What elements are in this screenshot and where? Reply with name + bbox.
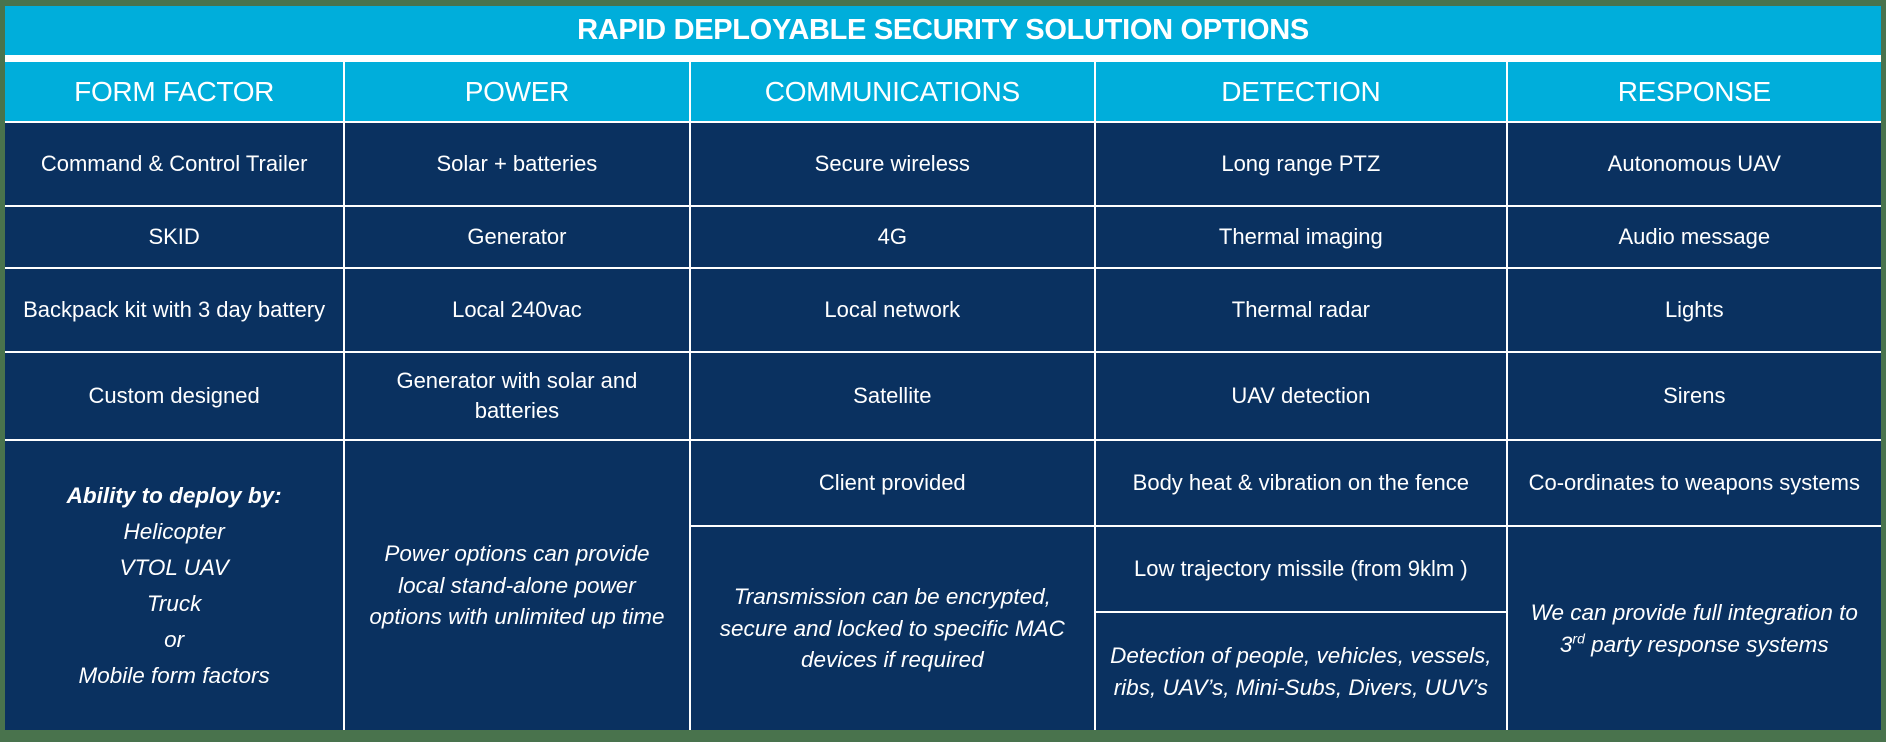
cell-communications-4: Satellite — [690, 353, 1095, 439]
cell-client-provided: Client provided — [690, 441, 1095, 525]
deploy-item-mobile-form-factors: Mobile form factors — [78, 662, 270, 688]
column-header-detection: DETECTION — [1096, 62, 1506, 121]
cell-communications-2: 4G — [690, 207, 1095, 267]
cell-form-factor-4: Custom designed — [5, 353, 344, 439]
cell-detection-1: Long range PTZ — [1096, 123, 1506, 205]
cell-power-4: Generator with solar and batteries — [345, 353, 689, 439]
cell-power-2: Generator — [345, 207, 689, 267]
integration-note-text-end: party response systems — [1584, 631, 1829, 657]
cell-weapons-coordinates: Co-ordinates to weapons systems — [1507, 441, 1881, 525]
cell-body-heat: Body heat & vibration on the fence — [1096, 441, 1506, 525]
cell-transmission-note: Transmission can be encrypted, secure an… — [690, 527, 1095, 730]
cell-ability-to-deploy: Ability to deploy by: Helicopter VTOL UA… — [5, 441, 344, 730]
cell-communications-1: Secure wireless — [690, 123, 1095, 205]
ability-to-deploy-heading: Ability to deploy by: — [66, 482, 282, 508]
deploy-item-or: or — [164, 626, 185, 652]
deploy-item-vtol-uav: VTOL UAV — [119, 554, 229, 580]
cell-response-3: Lights — [1507, 269, 1881, 351]
deploy-item-truck: Truck — [146, 590, 202, 616]
cell-form-factor-2: SKID — [5, 207, 344, 267]
security-options-table: FORM FACTOR POWER COMMUNICATIONS DETECTI… — [5, 62, 1881, 730]
cell-response-2: Audio message — [1507, 207, 1881, 267]
cell-power-note: Power options can provide local stand-al… — [345, 441, 689, 730]
table-title: RAPID DEPLOYABLE SECURITY SOLUTION OPTIO… — [5, 6, 1881, 55]
cell-response-1: Autonomous UAV — [1507, 123, 1881, 205]
cell-form-factor-1: Command & Control Trailer — [5, 123, 344, 205]
column-header-form-factor: FORM FACTOR — [5, 62, 344, 121]
cell-power-1: Solar + batteries — [345, 123, 689, 205]
column-header-communications: COMMUNICATIONS — [690, 62, 1095, 121]
cell-integration-note: We can provide full integration to 3rd p… — [1507, 527, 1881, 730]
integration-note-text: We can provide full integration to 3 — [1530, 599, 1858, 657]
cell-power-3: Local 240vac — [345, 269, 689, 351]
cell-low-trajectory-missile: Low trajectory missile (from 9klm ) — [1096, 527, 1506, 611]
deploy-item-helicopter: Helicopter — [123, 518, 225, 544]
table-frame: RAPID DEPLOYABLE SECURITY SOLUTION OPTIO… — [5, 6, 1881, 730]
cell-detection-4: UAV detection — [1096, 353, 1506, 439]
cell-detection-2: Thermal imaging — [1096, 207, 1506, 267]
cell-detection-note: Detection of people, vehicles, vessels, … — [1096, 613, 1506, 730]
column-header-power: POWER — [345, 62, 689, 121]
cell-form-factor-3: Backpack kit with 3 day battery — [5, 269, 344, 351]
cell-communications-3: Local network — [690, 269, 1095, 351]
cell-response-4: Sirens — [1507, 353, 1881, 439]
column-header-response: RESPONSE — [1507, 62, 1881, 121]
cell-detection-3: Thermal radar — [1096, 269, 1506, 351]
integration-note-superscript: rd — [1572, 630, 1585, 646]
